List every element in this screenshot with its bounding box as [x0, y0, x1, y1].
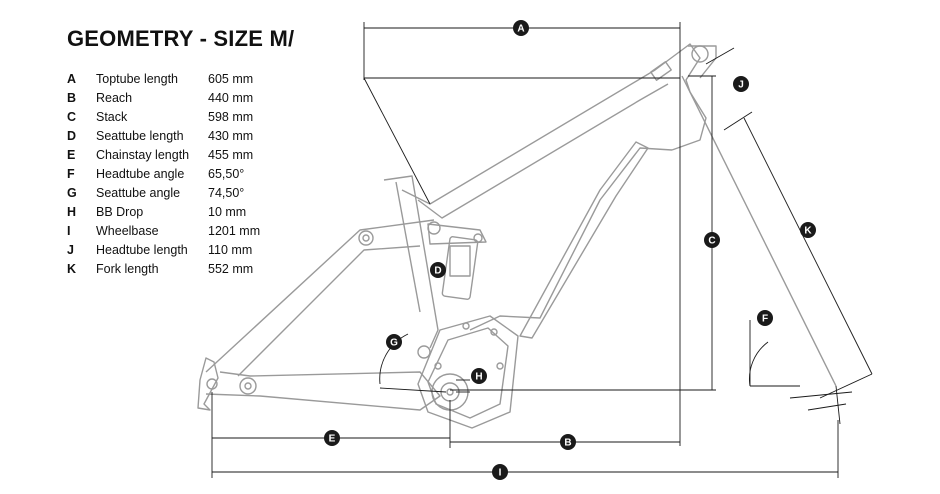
battery-slot	[519, 141, 649, 339]
svg-text:K: K	[804, 226, 812, 237]
seat-stay-inner	[237, 245, 421, 377]
bb-axle	[446, 388, 454, 396]
seatstay-pivot	[358, 230, 374, 246]
spec-letter: A	[67, 72, 77, 86]
spec-value: 110 mm	[208, 243, 253, 257]
spec-value: 598 mm	[208, 110, 254, 124]
motor-inner	[427, 327, 509, 419]
badge-i: I	[492, 464, 508, 480]
spec-letter: D	[67, 129, 77, 143]
svg-text:F: F	[762, 314, 768, 325]
top-tube-inner	[417, 83, 669, 219]
shock-body	[449, 245, 471, 277]
spec-value: 430 mm	[208, 129, 254, 143]
motor-housing	[417, 315, 519, 429]
shock-linkage	[427, 223, 487, 245]
shock-pivot-top	[427, 221, 441, 235]
spec-value: 605 mm	[208, 72, 254, 86]
spec-label: Headtube angle	[96, 167, 185, 181]
svg-text:G: G	[390, 338, 398, 349]
main-pivot	[417, 345, 431, 359]
chainstay-pivot-inner	[244, 382, 252, 390]
spec-label: Stack	[96, 110, 128, 124]
svg-text:J: J	[738, 80, 744, 91]
spec-letter: H	[67, 205, 77, 219]
motor-bolt-1	[490, 328, 498, 336]
steerer-axis	[681, 75, 837, 387]
svg-text:I: I	[499, 468, 502, 479]
rear-dropout	[197, 357, 219, 411]
bike-frame	[197, 43, 837, 429]
rear-axle	[206, 378, 218, 390]
badge-g: G	[386, 334, 402, 350]
top-tube	[401, 43, 707, 205]
spec-label: Headtube length	[96, 243, 188, 257]
spec-letter: B	[67, 91, 77, 105]
badge-j: J	[733, 76, 749, 92]
motor-bolt-3	[496, 362, 504, 370]
spec-value: 440 mm	[208, 91, 254, 105]
spec-letter: I	[67, 224, 71, 238]
spec-letter: G	[67, 186, 77, 200]
spec-label: Seattube angle	[96, 186, 181, 200]
seat-tube	[383, 175, 439, 349]
spec-letter: F	[67, 167, 75, 181]
spec-letter: J	[67, 243, 74, 257]
svg-text:D: D	[434, 266, 441, 277]
spec-value: 10 mm	[208, 205, 247, 219]
svg-text:B: B	[564, 438, 571, 449]
spec-label: Reach	[96, 91, 133, 105]
badge-c: C	[704, 232, 720, 248]
spec-letter: C	[67, 110, 77, 124]
chain-stay	[205, 371, 441, 411]
spec-letter: E	[67, 148, 76, 162]
badge-f: F	[757, 310, 773, 326]
spec-label: Fork length	[96, 262, 159, 276]
spec-label: Wheelbase	[96, 224, 159, 238]
dimension-badges: A B C D E F G H	[324, 20, 816, 480]
spec-letter: K	[67, 262, 77, 276]
badge-b: B	[560, 434, 576, 450]
shock-pivot-2	[473, 233, 483, 243]
dimension-lines	[211, 22, 873, 478]
svg-text:A: A	[517, 24, 524, 35]
badge-a: A	[513, 20, 529, 36]
down-tube	[469, 147, 673, 331]
badge-h: H	[471, 368, 487, 384]
badge-e: E	[324, 430, 340, 446]
motor-bolt-2	[462, 322, 470, 330]
seat-stay	[205, 219, 435, 373]
svg-text:C: C	[708, 236, 715, 247]
spec-value: 552 mm	[208, 262, 254, 276]
page-title: GEOMETRY - SIZE M/	[67, 26, 295, 51]
spec-label: Toptube length	[96, 72, 179, 86]
headset-circle	[691, 45, 709, 63]
svg-text:E: E	[329, 434, 336, 445]
spec-value: 455 mm	[208, 148, 254, 162]
seatstay-pivot-inner	[362, 234, 370, 242]
badge-k: K	[800, 222, 816, 238]
svg-text:H: H	[475, 372, 482, 383]
spec-label: Chainstay length	[96, 148, 190, 162]
spec-label: BB Drop	[96, 205, 144, 219]
spec-value: 1201 mm	[208, 224, 261, 238]
badge-d: D	[430, 262, 446, 278]
motor-bolt-4	[434, 362, 442, 370]
head-tube-cap	[650, 61, 672, 81]
spec-label: Seattube length	[96, 129, 184, 143]
rear-shock	[441, 236, 479, 300]
chainstay-pivot	[239, 377, 257, 395]
spec-value: 74,50°	[208, 186, 245, 200]
spec-value: 65,50°	[208, 167, 245, 181]
